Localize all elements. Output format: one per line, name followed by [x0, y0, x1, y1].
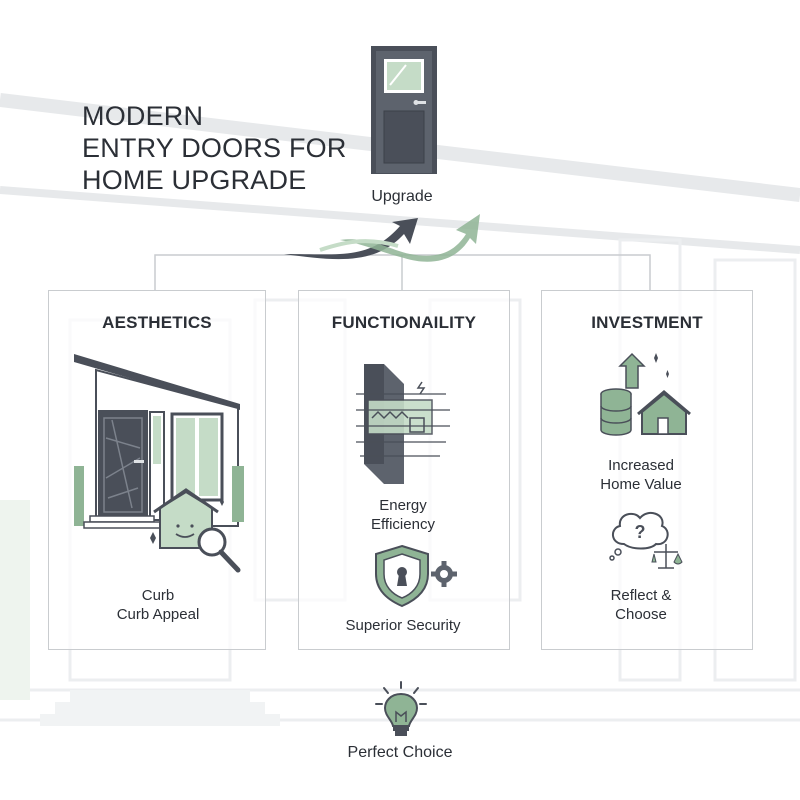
door-icon: [371, 46, 437, 174]
curb-appeal-line-2: Curb Appeal: [116, 606, 200, 623]
house-icon: [74, 354, 244, 573]
svg-text:?: ?: [635, 522, 646, 542]
aesthetics-title: AESTHETICS: [102, 313, 212, 332]
reflect-line-2: Choose: [615, 606, 667, 623]
home-value-label: Increased Home Value: [584, 456, 698, 494]
upgrade-label: Upgrade: [371, 188, 433, 205]
functionality-title: FUNCTIONAILITY: [331, 313, 477, 332]
title-line-3: HOME UPGRADE: [82, 165, 307, 195]
energy-line-2: Efficiency: [371, 516, 435, 533]
energy-efficiency-icon: [356, 364, 450, 484]
lightbulb-icon: [375, 681, 427, 736]
perfect-choice-label: Perfect Choice: [347, 744, 453, 761]
upgrade-arrows-icon: [284, 214, 480, 262]
home-value-line-2: Home Value: [600, 476, 682, 493]
security-shield-icon: [375, 544, 457, 608]
security-label: Superior Security: [345, 617, 461, 634]
curb-appeal-line-1: Curb: [141, 587, 175, 604]
home-value-line-1: Increased: [608, 457, 674, 474]
energy-line-1: Energy: [379, 497, 427, 514]
title-line-1: MODERN: [82, 101, 204, 131]
page-title: MODERN ENTRY DOORS FOR HOME UPGRADE: [82, 100, 347, 196]
curb-appeal-label: Curb Curb Appeal: [100, 586, 216, 624]
gear-icon: [431, 561, 457, 587]
home-value-icon: [600, 352, 691, 436]
reflect-choose-icon: ?: [609, 511, 683, 569]
reflect-choose-label: Reflect & Choose: [584, 586, 698, 624]
investment-card: INVESTMENT: [541, 290, 753, 650]
energy-efficiency-label: Energy Efficiency: [343, 496, 463, 534]
title-line-2: ENTRY DOORS FOR: [82, 133, 347, 163]
reflect-line-1: Reflect &: [610, 587, 672, 604]
investment-title: INVESTMENT: [591, 313, 703, 332]
